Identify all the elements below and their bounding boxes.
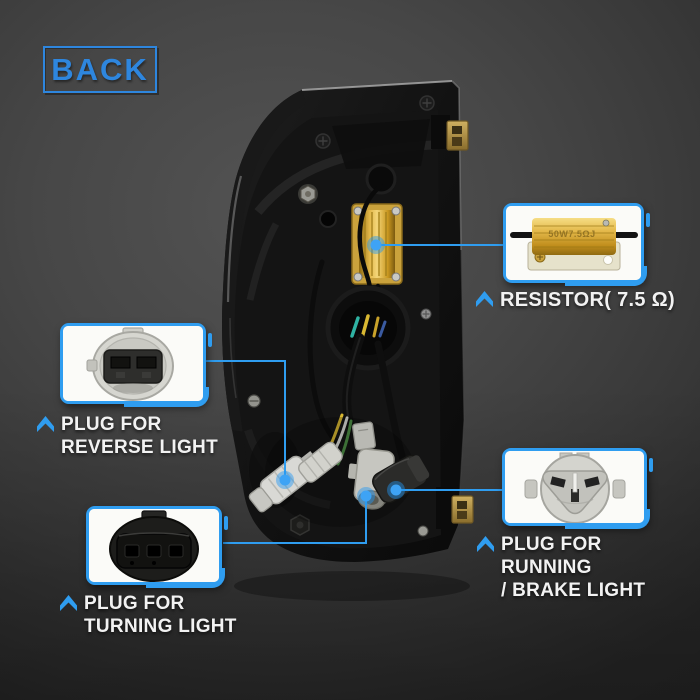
reverse-light-caption-line1: PLUG FOR <box>61 414 162 435</box>
resistor-marking: 50W7.5ΩJ <box>548 229 595 239</box>
resistor-caption-text: RESISTOR( 7.5 Ω) <box>500 289 675 311</box>
back-badge: BACK <box>43 46 157 93</box>
turning-callout-dot <box>357 487 375 505</box>
running-brake-caption-line2: RUNNING <box>501 557 592 578</box>
reverse-light-caption: PLUG FOR REVERSE LIGHT <box>37 413 218 459</box>
callout-dots <box>276 236 405 505</box>
callout-lines <box>206 244 505 544</box>
reverse-callout-line <box>206 360 286 478</box>
running-brake-caption-line3: / BRAKE LIGHT <box>501 580 646 601</box>
turning-light-plug-photo-card <box>86 506 228 588</box>
product-shadow <box>234 571 470 601</box>
turning-light-plug-photo <box>89 509 219 582</box>
mounting-clip-top <box>431 115 469 151</box>
up-chevron-icon <box>476 291 493 307</box>
running-brake-light-caption: PLUG FOR RUNNING / BRAKE LIGHT <box>477 533 645 602</box>
mounting-clip-bottom <box>436 487 474 529</box>
running-brake-light-plug-photo <box>505 451 644 523</box>
resistor-caption: RESISTOR( 7.5 Ω) <box>476 288 675 312</box>
up-chevron-icon <box>60 595 77 611</box>
up-chevron-icon <box>37 416 54 432</box>
back-badge-label: BACK <box>51 51 149 87</box>
running-brake-caption-line1: PLUG FOR <box>501 534 602 555</box>
turning-light-caption-line1: PLUG FOR <box>84 593 185 614</box>
resistor-photo: 50W7.5ΩJ <box>506 206 641 280</box>
running-callout-dot <box>387 481 405 499</box>
white-connector-2 <box>298 441 343 483</box>
resistor-callout-dot <box>367 236 385 254</box>
reverse-light-plug-photo <box>63 326 203 401</box>
resistor-photo-card: 50W7.5ΩJ <box>503 203 650 286</box>
small-gray-connector <box>352 421 376 451</box>
up-chevron-icon <box>477 536 494 552</box>
reverse-light-caption-line2: REVERSE LIGHT <box>61 437 218 458</box>
running-brake-light-plug-hanging <box>372 454 430 504</box>
turning-callout-line <box>223 498 367 544</box>
reverse-callout-dot <box>276 471 294 489</box>
turning-light-caption-line2: TURNING LIGHT <box>84 616 237 637</box>
turning-light-caption: PLUG FOR TURNING LIGHT <box>60 592 237 638</box>
running-brake-light-plug-photo-card <box>502 448 653 529</box>
housing-screws <box>247 95 435 537</box>
reverse-light-plug-photo-card <box>60 323 212 407</box>
